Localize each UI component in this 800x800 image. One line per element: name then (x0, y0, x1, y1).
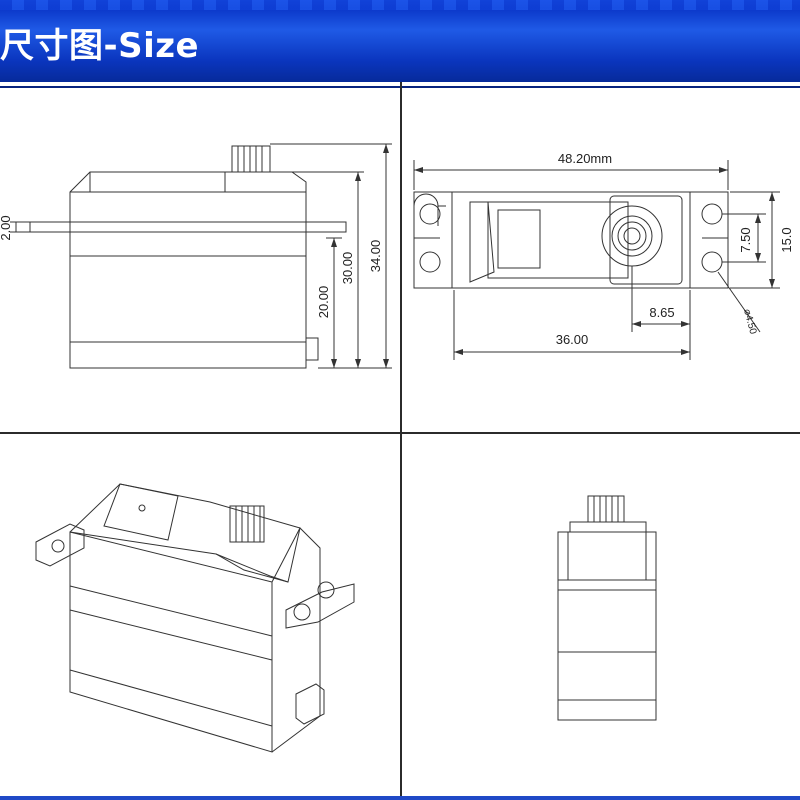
dim-total-height: 34.00 (368, 240, 383, 273)
end-top-cap (569, 521, 647, 533)
left-flange (29, 221, 71, 233)
right-mount-hole-top (701, 203, 723, 225)
dim-hole-spacing: 7.50 (738, 227, 753, 252)
footer-rule (0, 796, 800, 800)
wire-exit (306, 337, 319, 361)
left-slot-top (413, 193, 446, 226)
dim-body-length: 36.00 (556, 332, 589, 347)
top-view-drawing: 48.20mm 7.50 15.0 8.65 36.00 ⌀4.50 (413, 151, 794, 360)
iso-output-spline (229, 505, 265, 543)
iso-right-flange (285, 583, 355, 629)
iso-label-plate (103, 483, 179, 541)
servo-bottom-case (69, 341, 307, 369)
servo-case-top (451, 191, 691, 289)
iso-side-face (271, 527, 321, 753)
side-view-drawing: 2.00 20.00 30.00 34.00 (0, 143, 392, 369)
iso-left-flange (35, 523, 85, 567)
header-stripes (0, 0, 800, 10)
end-case (557, 531, 657, 721)
panel-divider-horizontal (0, 432, 800, 434)
isometric-view-drawing (35, 483, 355, 753)
output-gear (601, 205, 663, 267)
iso-top-face (69, 483, 301, 583)
servo-middle-case (69, 231, 307, 257)
dim-shaft-offset: 8.65 (649, 305, 674, 320)
dim-width: 15.0 (779, 227, 794, 252)
label-window (497, 209, 541, 269)
page-title: 尺寸图-Size (0, 26, 200, 66)
servo-body (69, 255, 307, 343)
end-view-drawing (557, 495, 657, 721)
dim-flange-height: 30.00 (340, 252, 355, 285)
dim-body-lower: 20.00 (316, 286, 331, 319)
panel-divider-vertical (400, 82, 402, 800)
dim-horn-height: 2.00 (0, 215, 13, 240)
iso-wire-exit (295, 683, 325, 725)
dim-hole-diameter: ⌀4.50 (741, 308, 758, 336)
servo-top-case (69, 171, 307, 223)
right-mount-hole-bottom (701, 251, 723, 273)
mounting-plate (413, 191, 729, 289)
right-flange (305, 221, 347, 233)
header-banner: 尺寸图-Size (0, 0, 800, 86)
dim-overall-length: 48.20mm (558, 151, 612, 166)
